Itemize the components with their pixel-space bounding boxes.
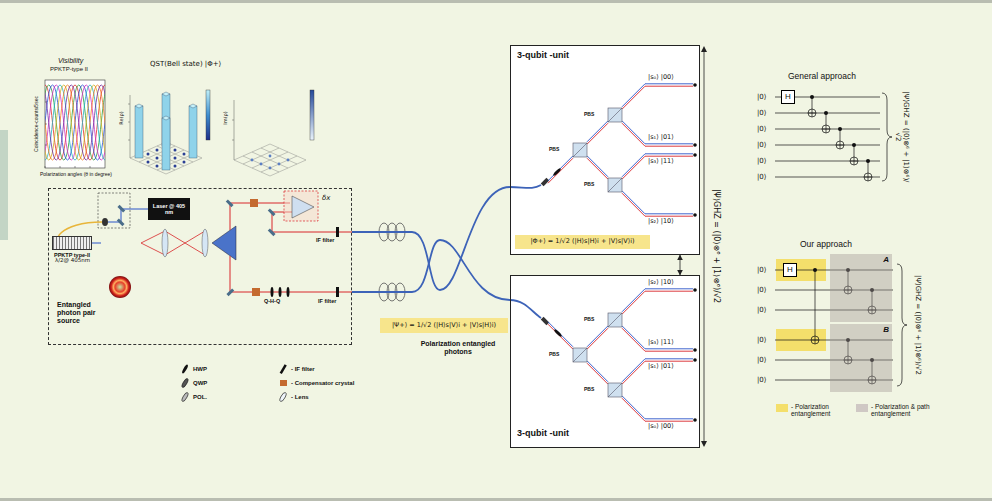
legend-text: - Polarization entanglement [791, 403, 853, 418]
label: |0⟩ [757, 286, 767, 294]
legend-text: - Lens [291, 394, 309, 401]
entangling-block: A [830, 254, 892, 322]
label: QST(Bell state) |Φ+⟩ [150, 60, 221, 68]
node-text: 3-qubit -unit [517, 428, 569, 438]
node-text: |Φ+⟩ = 1/√2 (|H⟩s|H⟩i + |V⟩s|V⟩i) [530, 238, 634, 245]
source-box: Entangled photon pair source Laser @ 405 … [48, 188, 352, 345]
label: |s₁⟩ |01⟩ [648, 363, 674, 370]
label: |0⟩ [757, 125, 767, 133]
label: |s₃⟩ |11⟩ [648, 158, 674, 165]
label: |Ψ⟩GHZ = (|0⟩⊗⁶ + |1⟩⊗⁶)/√2 [914, 265, 922, 385]
label: |0⟩ [757, 141, 767, 149]
label: PBS [584, 112, 594, 118]
label: |0⟩ [757, 157, 767, 165]
visibility-plot [15, 80, 146, 168]
label: δx [322, 194, 330, 202]
label: |s₂⟩ |10⟩ [648, 279, 674, 286]
arrow-connector [680, 255, 681, 275]
node-text: Laser @ 405 nm [150, 203, 188, 216]
node-text: |Ψ+⟩ = 1/√2 (|H⟩s|V⟩i + |V⟩s|H⟩i) [392, 322, 496, 329]
label: |s₁⟩ |01⟩ [648, 134, 674, 141]
label: |s₀⟩ |00⟩ [648, 74, 674, 81]
label: Polarization entangled photons [412, 340, 504, 356]
legend-swatch [280, 380, 287, 386]
label: Polarization angles (θ in degree) [40, 172, 112, 178]
label: |0⟩ [757, 109, 767, 117]
state-formula-box: |Φ+⟩ = 1/√2 (|H⟩s|H⟩i + |V⟩s|V⟩i) [515, 235, 650, 249]
label: Our approach [800, 240, 852, 250]
label: IF filter [316, 237, 334, 243]
label: PBS [549, 147, 559, 153]
label: Coincidence-counts/5sec [34, 84, 40, 164]
node-text: H [787, 265, 793, 274]
density-matrix-real [128, 90, 210, 174]
node-text: 3-qubit -unit [517, 50, 569, 60]
legend-text: - Compensator crystal [291, 380, 354, 387]
label: |0⟩ [757, 93, 767, 101]
state-formula-box: |Ψ+⟩ = 1/√2 (|H⟩s|V⟩i + |V⟩s|H⟩i) [380, 318, 508, 333]
label: |0⟩ [757, 173, 767, 181]
quarter-wave-plate-symbol [181, 378, 189, 388]
label: PBS [584, 317, 594, 323]
legend-swatch [776, 404, 788, 412]
label: PBS [549, 352, 559, 358]
node-text: H [785, 92, 791, 101]
density-matrix-imaginary [232, 90, 314, 176]
label: Visibility [58, 57, 83, 65]
node-text: Entangled photon pair source [57, 301, 107, 325]
legend-text: - IF filter [291, 366, 315, 373]
label: Im(ρ) [223, 105, 229, 131]
laser-box: Laser @ 405 nm [148, 198, 190, 220]
label: IF filter [318, 298, 336, 304]
polarizer-symbol [181, 392, 189, 402]
label: |0⟩ [757, 356, 767, 364]
label: |s₂⟩ |10⟩ [648, 218, 674, 225]
label: |Ψ⟩GHZ = (|0⟩⊗⁶ + |1⟩⊗⁶)/√2 [894, 90, 910, 185]
fiber-connector [352, 187, 510, 290]
legend-text: QWP [193, 380, 207, 387]
entangling-block: B [830, 324, 892, 392]
label: General approach [788, 72, 856, 82]
legend-text: HWP [193, 366, 207, 373]
label: |s₃⟩ |11⟩ [648, 339, 674, 346]
label: |Ψ⟩GHZ = (|0⟩⊗⁶ + |1⟩⊗⁶)/√2 [711, 136, 720, 356]
label: PPKTP-type II [50, 66, 88, 73]
photon-source-optics [58, 191, 352, 298]
label: |0⟩ [757, 306, 767, 314]
if-filter-symbol [280, 364, 287, 374]
label: |s₀⟩ |00⟩ [648, 423, 674, 430]
label: Re(ρ) [119, 105, 125, 131]
fiber-coils [379, 223, 405, 301]
label: |0⟩ [757, 376, 767, 384]
general-circuit [775, 93, 892, 181]
lens-symbol [279, 392, 287, 403]
crystal-stripes [52, 236, 92, 250]
node-text: B [883, 325, 889, 334]
legend-swatch [856, 404, 868, 412]
node-text: A [883, 255, 889, 264]
label: |0⟩ [757, 336, 767, 344]
label: |0⟩ [757, 266, 767, 274]
label: Q-H-Q [264, 298, 280, 304]
hadamard-gate: H [783, 263, 797, 277]
fiber-connector [352, 240, 510, 300]
half-wave-plate-symbol [181, 364, 189, 374]
legend-text: - Polarization & path entanglement [871, 403, 946, 418]
label: PBS [584, 182, 594, 188]
hadamard-gate: H [781, 90, 795, 104]
legend-text: POL. [193, 394, 207, 401]
label: λ/2@ 405nm [55, 257, 90, 263]
qubit-unit-optics [510, 45, 707, 448]
crystal: PPKTP type-II [49, 236, 95, 268]
label: PBS [584, 387, 594, 393]
